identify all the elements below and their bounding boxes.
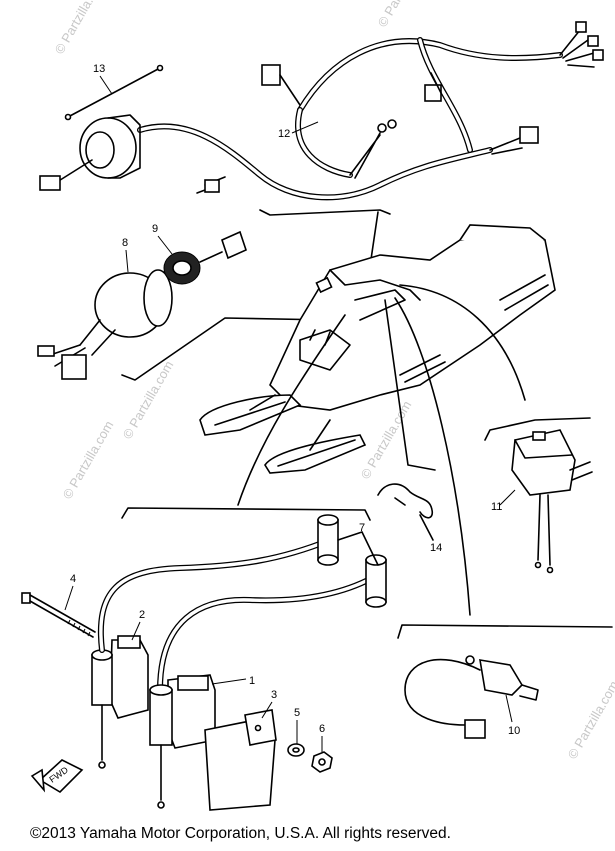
group-bracket-top: [259, 209, 391, 216]
callout-11: 11: [491, 501, 502, 513]
wire-harness: [137, 21, 604, 201]
group-bracket-regulator: [484, 417, 591, 441]
group-bracket-sensor: [397, 624, 613, 639]
callout-10: 10: [508, 725, 520, 737]
key: [163, 230, 247, 285]
watermark-bottom-right: © Partzilla.com: [565, 678, 615, 761]
watermark-top-left: © Partzilla.com: [52, 0, 109, 57]
callout-14: 14: [430, 542, 442, 554]
ht-wire-lower: [157, 575, 375, 693]
callout-2: 2: [139, 609, 145, 621]
callout-4: 4: [70, 573, 76, 585]
sensor: [404, 655, 539, 739]
callout-12: 12: [278, 128, 290, 140]
main-switch: [37, 269, 173, 380]
ignition-coil-left: [91, 635, 149, 769]
snowmobile: [199, 224, 556, 474]
ignition-coil-right: [149, 674, 216, 809]
callout-3: 3: [271, 689, 277, 701]
callout-9: 9: [152, 223, 158, 235]
forward-arrow-icon: FWD: [30, 759, 84, 794]
leader-to-ignition: [237, 314, 346, 506]
leader-to-regulator: [399, 284, 526, 401]
callout-8: 8: [122, 237, 128, 249]
leader-7: [337, 531, 379, 566]
watermark-center: © Partzilla.com: [358, 398, 415, 481]
clip: [377, 483, 434, 541]
group-bracket-ignition: [121, 507, 371, 521]
callout-6: 6: [319, 723, 325, 735]
callout-5: 5: [294, 707, 300, 719]
copyright-notice: ©2013 Yamaha Motor Corporation, U.S.A. A…: [30, 825, 451, 842]
spark-plug-cap-lower: [365, 554, 387, 608]
leader-to-clip: [384, 299, 436, 471]
bolt: [21, 592, 96, 638]
callout-1: 1: [249, 675, 255, 687]
spark-plug-cap-upper: [317, 514, 339, 566]
nut: [311, 751, 333, 773]
callout-13: 13: [93, 63, 105, 75]
callout-7: 7: [359, 522, 365, 534]
watermark-low-left: © Partzilla.com: [60, 418, 117, 501]
leader-to-sensor: [394, 297, 471, 616]
washer: [287, 743, 305, 757]
group-bracket-switch: [121, 317, 331, 381]
regulator: [511, 429, 593, 574]
watermark-top-right: © Partzilla.com: [375, 0, 432, 30]
lead-wire-13: [64, 64, 164, 121]
mounting-bracket: [204, 709, 277, 811]
meter-housing: [39, 114, 141, 191]
